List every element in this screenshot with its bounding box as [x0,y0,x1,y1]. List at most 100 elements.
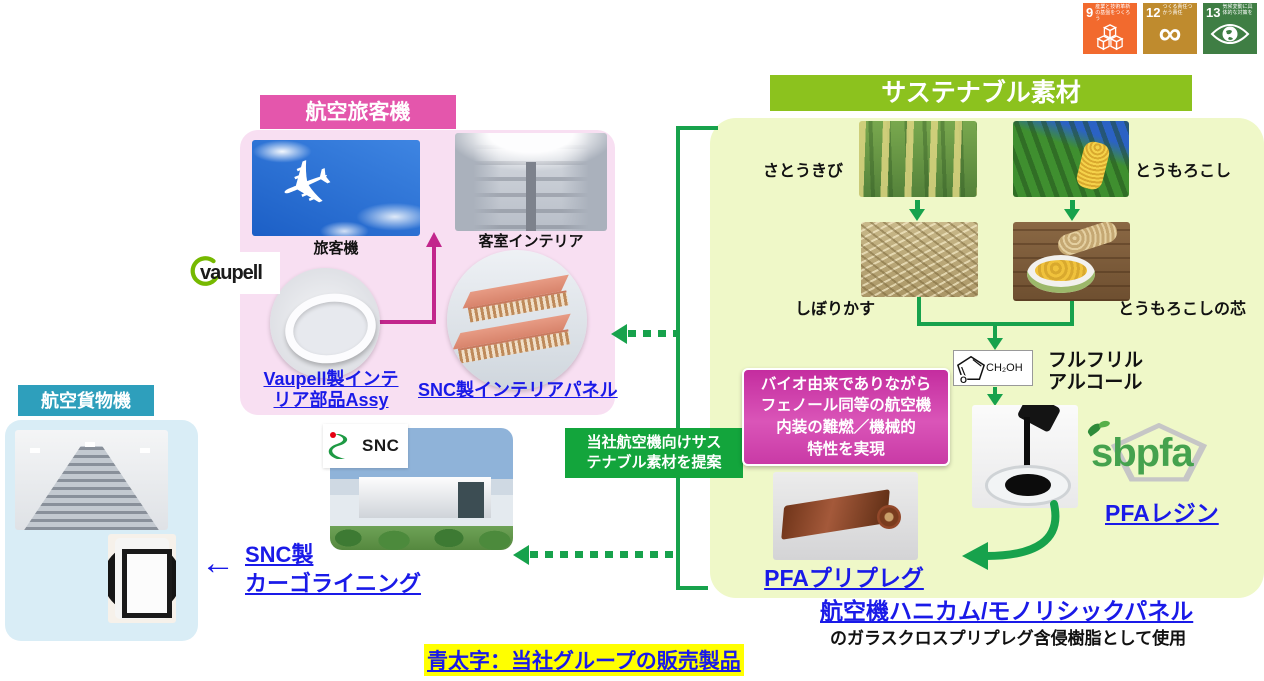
merge-right-vertical [1070,301,1074,325]
snc-mark-icon [328,432,348,459]
sdg-icon-row: 9 産業と技術革新の基盤をつくろう 12 つくる責任つかう責任 ∞ 13 気候変… [1083,3,1257,54]
cargo-lining-image [108,534,176,623]
dashed-arrow-to-cargo [530,551,678,558]
dashed-arrowhead-passenger-icon [611,324,627,344]
arrow-corn-down-icon [1064,209,1080,221]
snc-cargo-lining-link[interactable]: SNC製 カーゴライニング [245,541,421,598]
vaupell-assy-link[interactable]: Vaupell製インテ リア部品Assy [250,369,412,411]
sdg-9-label: 産業と技術革新の基盤をつくろう [1095,4,1131,22]
arrow-furfuryl-down-line [993,387,997,396]
snc-interior-panel-link[interactable]: SNC製インテリアパネル [418,380,618,400]
snc-cargo-lining-link-line1: SNC製 [245,542,314,567]
proposal-line1: 当社航空機向けサス [586,433,722,451]
sdg-13-number: 13 [1206,5,1221,20]
furfuryl-formula: CH₂OH [986,362,1023,374]
proposal-line2: テナブル素材を提案 [586,454,722,471]
snc-logo-text: SNC [362,436,400,455]
corn-image [1013,121,1129,197]
sbpfa-logo-text: sbpfa [1091,431,1194,475]
resin-blob [1005,474,1051,497]
arrow-corn-down-line [1070,200,1075,210]
cargo-lining-frame [122,549,172,618]
sdg-9-number: 9 [1086,5,1094,20]
industry-cubes-icon [1096,24,1124,51]
aircraft-caption: 旅客機 [313,240,359,257]
prepreg-roll [877,505,902,530]
cargo-lining-panel [114,537,172,620]
bare-cob [1055,222,1120,258]
oval-part [280,287,380,370]
corncob-label: とうもろこしの芯 [1118,301,1247,318]
footer-legend: 青太字：当社グループの販売製品 [424,644,744,676]
green-connector-vertical [676,126,680,590]
vaupell-part-image [270,268,380,378]
magenta-arrowhead-up-icon [426,232,442,247]
bowl [1027,255,1095,294]
furfuryl-alcohol-label: フルフリル アルコール [1048,350,1143,394]
callout-line4: 特性を実現 [807,440,885,458]
passenger-aircraft-image: ✈ [252,140,420,236]
honeycomb-slab-top [462,274,569,323]
arrow-furfuryl-down-icon [987,394,1003,406]
vaupell-arc-icon [190,256,219,286]
furfuryl-structure-box: O CH₂OH [953,350,1033,386]
eye-globe-icon [1210,24,1250,44]
sbpfa-pentagon-icon [1111,423,1207,482]
furan-ring-icon [956,355,986,383]
merge-center-vertical [993,322,997,340]
vaupell-logo: vaupell [188,252,280,294]
passenger-section-title: 航空旅客機 [260,95,456,129]
cargo-section-title: 航空貨物機 [18,385,154,416]
corncob-bowl-image [1013,222,1130,301]
factory-trees [330,525,513,550]
sbpfa-logo: sbpfa [1085,420,1245,483]
arrow-sugarcane-down-line [915,200,920,210]
honeycomb-panel-image [447,250,587,390]
snc-logo: SNC [323,424,408,468]
sdg-12-number: 12 [1146,5,1161,20]
vaupell-logo-text: vaupell [200,261,263,284]
furan-oxygen-label: O [960,375,968,385]
prepreg-sheet [780,489,890,541]
corn-label: とうもろこし [1135,163,1232,180]
curved-arrow-resin-to-prepreg [962,500,1060,570]
callout-line2: フェノール同等の航空機 [760,397,932,415]
bagasse-label: しぼりかす [795,301,876,318]
infinity-icon: ∞ [1158,15,1182,51]
pfa-resin-link[interactable]: PFAレジン [1105,500,1219,526]
sdg-12-label: つくる責任つかう責任 [1162,4,1193,16]
arrow-sugarcane-down-icon [909,209,925,221]
sbpfa-leaf2-icon [1098,420,1111,428]
bio-callout-box: バイオ由来でありながら フェノール同等の航空機 内装の難燃／機械的 特性を実現 [742,368,950,466]
sdg-13-tile: 13 気候変動に具体的な対策を [1203,3,1257,54]
proposal-box: 当社航空機向けサス テナブル素材を提案 [565,428,743,478]
honeycomb-monolithic-panel-link[interactable]: 航空機ハニカム/モノリシックパネル [820,598,1194,624]
prepreg-image [773,472,918,560]
dashed-arrowhead-cargo-icon [513,545,529,565]
furfuryl-label-line1: フルフリル [1048,350,1144,371]
sdg-12-tile: 12 つくる責任つかう責任 ∞ [1143,3,1197,54]
panel-usage-note: のガラスクロスプリプレグ含侵樹脂として使用 [830,629,1187,648]
cargo-lights [30,448,41,453]
cabin-caption: 客室インテリア [478,233,584,250]
sugarcane-image [859,121,977,197]
factory-glass [458,481,484,519]
pfa-prepreg-link[interactable]: PFAプリプレグ [764,565,924,591]
bagasse-image [861,222,978,297]
merge-arrowhead-icon [987,338,1003,350]
blue-left-arrow-icon: ← [201,544,235,582]
magenta-connector-horizontal [378,320,436,324]
resin-pour-image [972,405,1078,508]
vaupell-assy-link-line1: Vaupell製インテ [263,369,399,389]
snc-cargo-lining-link-line2: カーゴライニング [245,570,422,596]
callout-line1: バイオ由来でありながら [760,375,932,393]
cabin-interior-image [455,133,607,231]
dashed-arrow-to-passenger [628,330,678,337]
vaupell-assy-link-line2: リア部品Assy [273,390,389,411]
cargo-hold-image [15,430,168,530]
sdg-9-tile: 9 産業と技術革新の基盤をつくろう [1083,3,1137,54]
green-connector-top [676,126,718,130]
petri-dish [984,464,1072,506]
corn-cob [1074,139,1112,192]
